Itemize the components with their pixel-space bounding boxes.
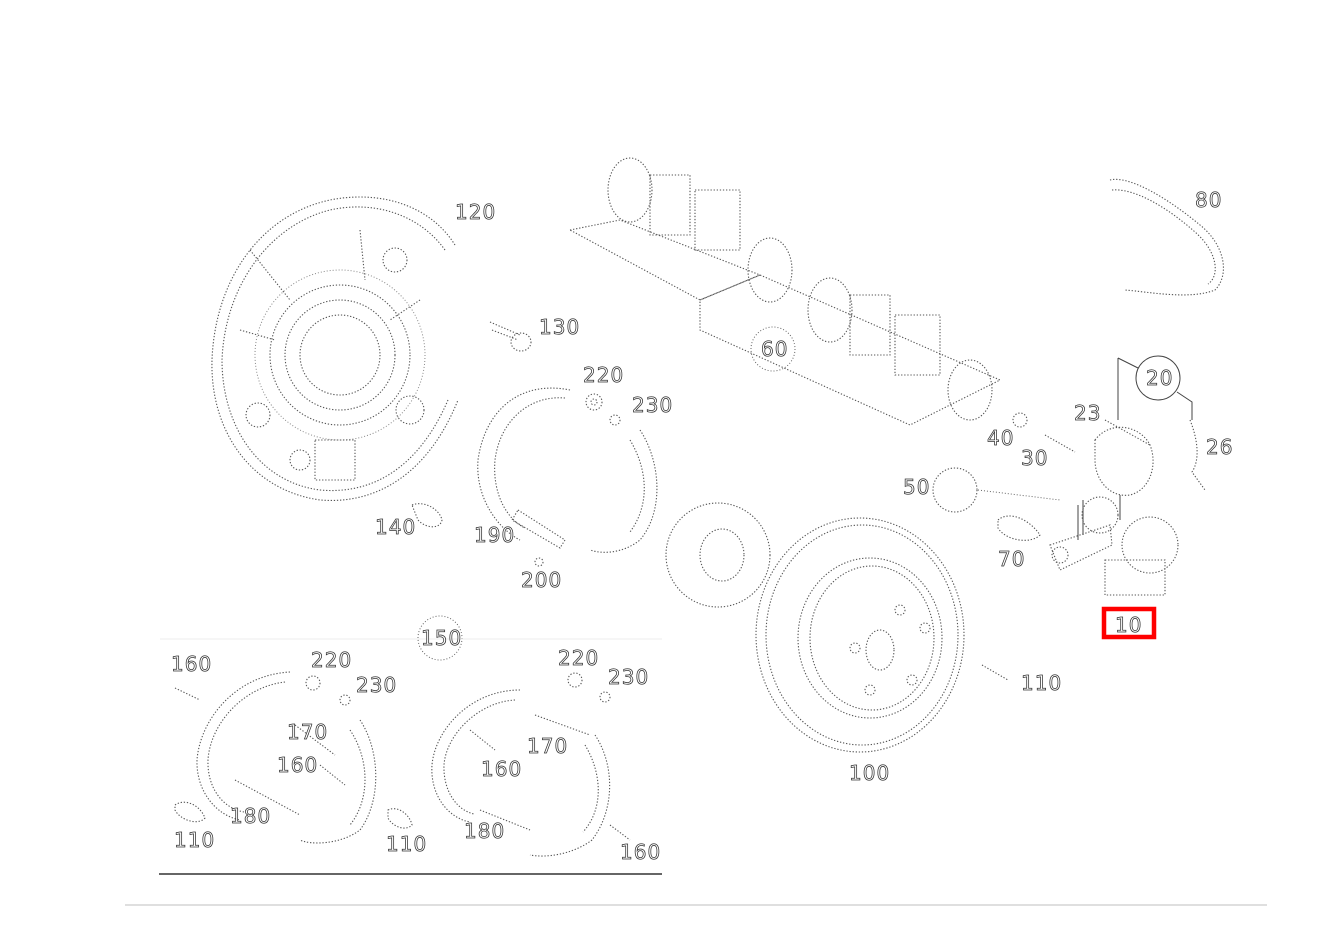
part-30-bolt[interactable] bbox=[1044, 434, 1076, 453]
label-190[interactable]: 190 bbox=[474, 523, 515, 548]
part-10-brake-caliper[interactable] bbox=[1081, 426, 1179, 596]
label-150[interactable]: 150 bbox=[421, 626, 462, 651]
part-80-wear-sensor[interactable] bbox=[1109, 178, 1224, 296]
label-inset-right-160-b[interactable]: 160 bbox=[620, 840, 661, 865]
label-140[interactable]: 140 bbox=[375, 515, 416, 540]
label-40[interactable]: 40 bbox=[987, 426, 1014, 451]
label-inset-left-160-a[interactable]: 160 bbox=[171, 652, 212, 677]
part-230-pin[interactable] bbox=[609, 414, 621, 426]
label-30[interactable]: 30 bbox=[1021, 446, 1048, 471]
part-60-brake-pads-caliper-kit[interactable] bbox=[568, 157, 1002, 426]
label-200[interactable]: 200 bbox=[521, 568, 562, 593]
label-80[interactable]: 80 bbox=[1195, 188, 1222, 213]
highlight-box-part-10 bbox=[1101, 606, 1157, 640]
callout-labels: 120 130 140 190 200 220 230 60 80 20 23 … bbox=[171, 188, 1233, 865]
label-inset-left-110-a[interactable]: 110 bbox=[174, 828, 215, 853]
label-26[interactable]: 26 bbox=[1206, 435, 1233, 460]
label-inset-right-170[interactable]: 170 bbox=[527, 734, 568, 759]
part-120-backing-plate[interactable] bbox=[211, 196, 459, 502]
part-40-cap[interactable] bbox=[1012, 412, 1028, 428]
callout-20-group bbox=[1117, 355, 1193, 420]
part-100-brake-disc[interactable] bbox=[755, 517, 965, 753]
label-230-main[interactable]: 230 bbox=[632, 393, 673, 418]
label-inset-right-180[interactable]: 180 bbox=[464, 819, 505, 844]
label-110-main[interactable]: 110 bbox=[1021, 671, 1062, 696]
part-70-spring-clip[interactable] bbox=[997, 515, 1041, 541]
label-inset-left-110-b[interactable]: 110 bbox=[386, 832, 427, 857]
part-220-washer[interactable] bbox=[585, 393, 603, 411]
part-140-clip[interactable] bbox=[411, 503, 443, 528]
part-190-brake-shoe[interactable] bbox=[477, 387, 658, 553]
label-220-main[interactable]: 220 bbox=[583, 363, 624, 388]
label-inset-right-160-a[interactable]: 160 bbox=[481, 757, 522, 782]
label-inset-left-180[interactable]: 180 bbox=[230, 804, 271, 829]
label-10[interactable]: 10 bbox=[1115, 613, 1142, 638]
part-23-bleed-screw[interactable] bbox=[1104, 419, 1151, 446]
label-100[interactable]: 100 bbox=[849, 761, 890, 786]
label-inset-left-220[interactable]: 220 bbox=[311, 648, 352, 673]
part-200-spring[interactable] bbox=[534, 557, 544, 567]
inset-left-brake-shoes[interactable] bbox=[174, 671, 413, 844]
label-120[interactable]: 120 bbox=[455, 200, 496, 225]
label-20[interactable]: 20 bbox=[1146, 366, 1173, 391]
label-inset-left-160-b[interactable]: 160 bbox=[277, 753, 318, 778]
part-bracket[interactable] bbox=[1049, 500, 1113, 571]
part-110-screw-main[interactable] bbox=[981, 664, 1009, 681]
part-26-dust-cap[interactable] bbox=[1189, 419, 1206, 491]
label-60[interactable]: 60 bbox=[761, 337, 788, 362]
label-inset-left-170[interactable]: 170 bbox=[287, 720, 328, 745]
label-23[interactable]: 23 bbox=[1074, 401, 1101, 426]
part-50-wheel-hub-cap[interactable] bbox=[932, 467, 1061, 513]
label-70[interactable]: 70 bbox=[998, 547, 1025, 572]
label-130[interactable]: 130 bbox=[539, 315, 580, 340]
label-inset-left-230[interactable]: 230 bbox=[356, 673, 397, 698]
label-inset-right-220[interactable]: 220 bbox=[558, 646, 599, 671]
label-50[interactable]: 50 bbox=[903, 475, 930, 500]
label-inset-right-230[interactable]: 230 bbox=[608, 665, 649, 690]
part-130-bolt[interactable] bbox=[489, 321, 532, 352]
callout-60-circle bbox=[750, 326, 796, 372]
inset-right-brake-shoes[interactable] bbox=[431, 672, 631, 857]
callout-150-circle bbox=[417, 615, 463, 661]
part-hub[interactable] bbox=[665, 502, 771, 608]
